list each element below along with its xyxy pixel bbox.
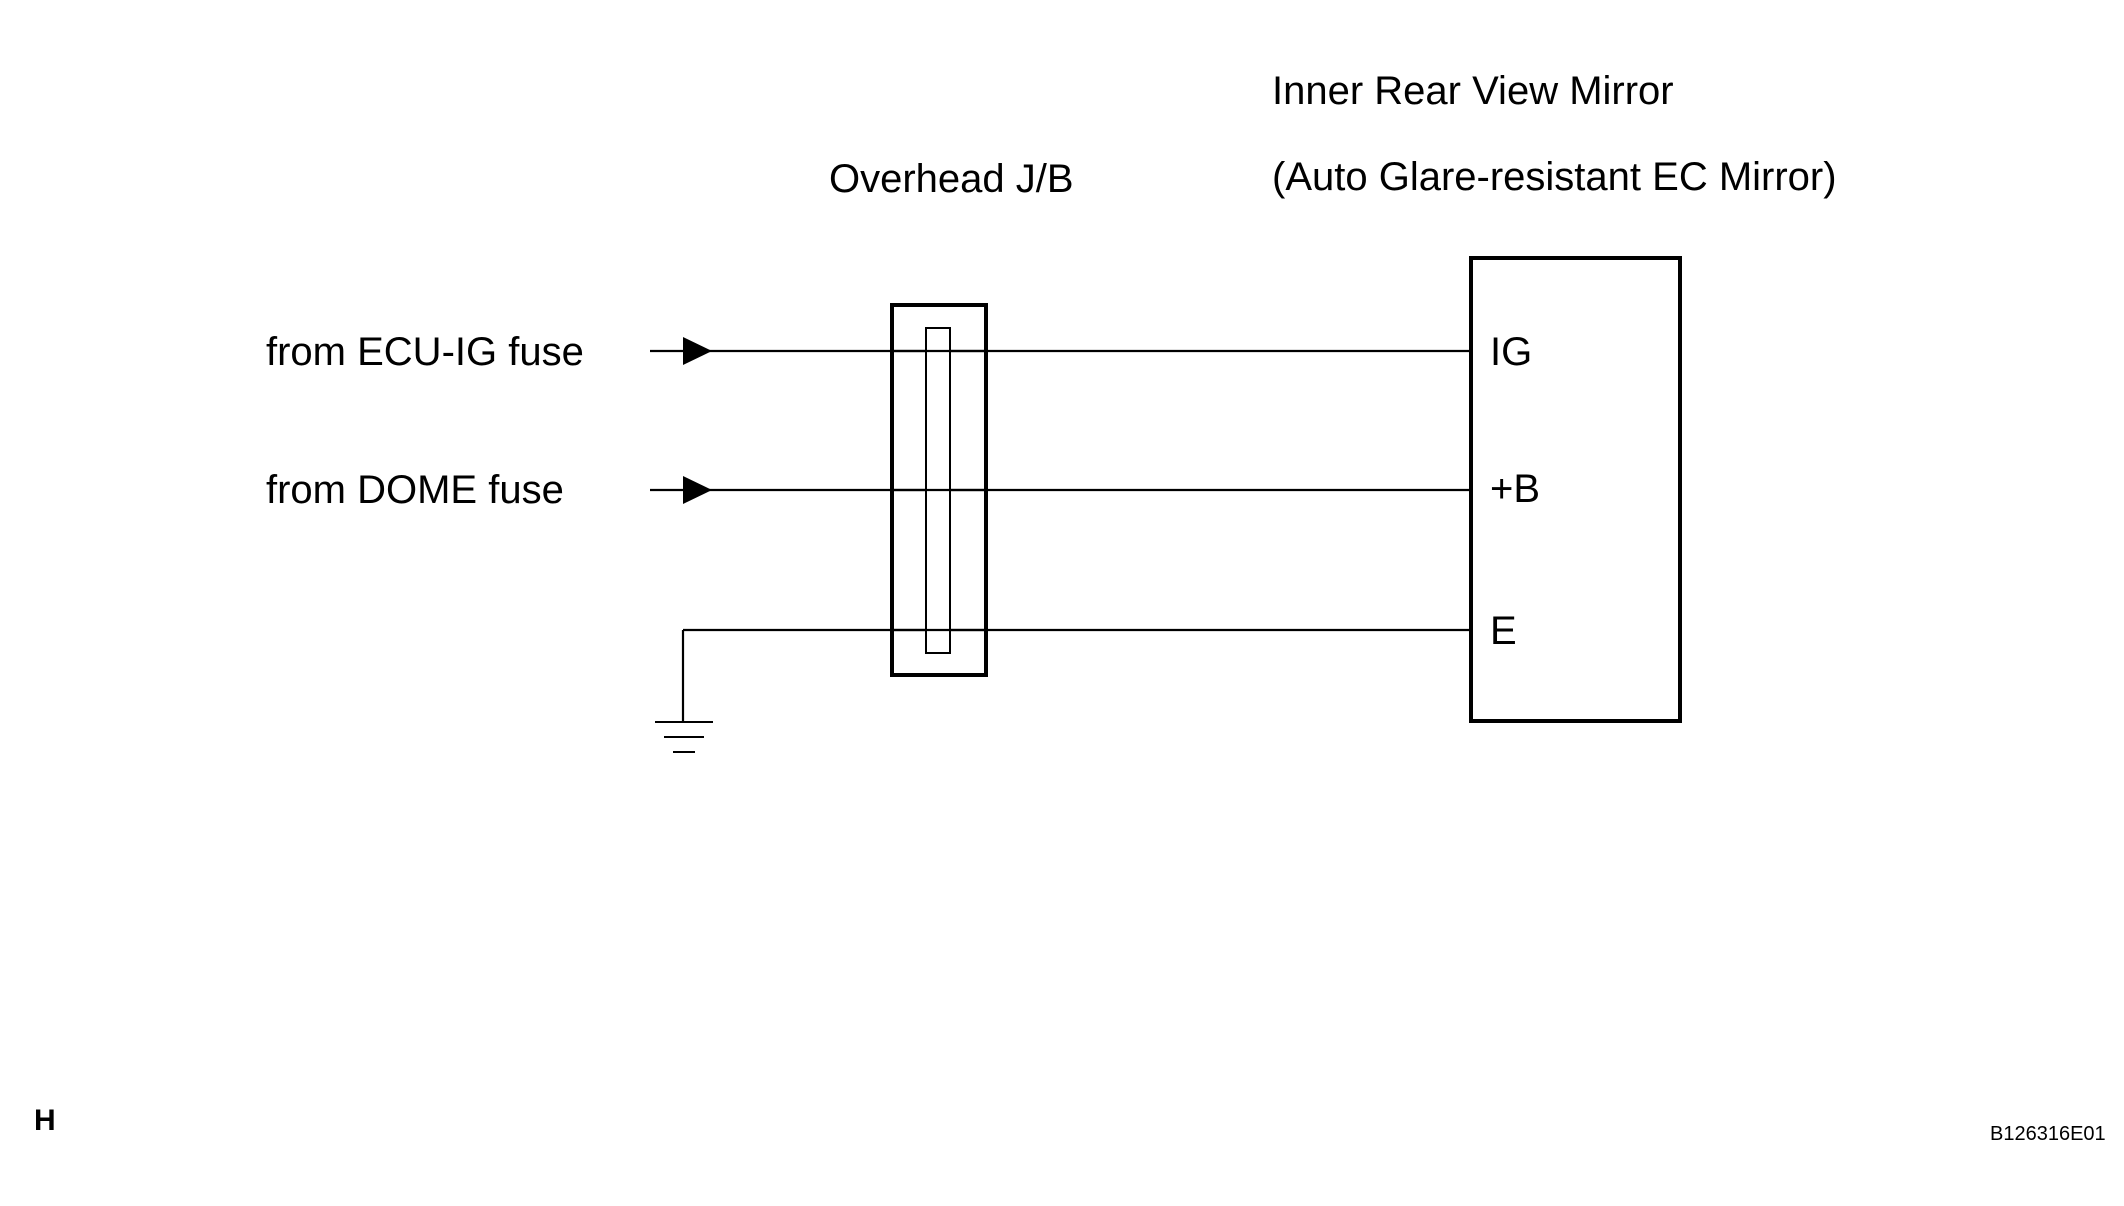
input-label-dome: from DOME fuse — [266, 468, 564, 512]
mirror-box — [1469, 256, 1682, 723]
terminal-b: +B — [1490, 467, 1540, 511]
arrow-dome-icon — [683, 476, 712, 504]
input-label-ecu-ig: from ECU-IG fuse — [266, 330, 584, 374]
mirror-title-line1: Inner Rear View Mirror — [1272, 69, 1674, 113]
arrow-ecu-ig-icon — [683, 337, 712, 365]
corner-mark: H — [34, 1104, 56, 1137]
figure-code: B126316E01 — [1990, 1123, 2106, 1145]
mirror-title-line2: (Auto Glare-resistant EC Mirror) — [1272, 155, 1837, 199]
ground-icon — [655, 721, 713, 753]
terminal-e: E — [1490, 609, 1517, 653]
terminal-ig: IG — [1490, 330, 1532, 374]
junction-block-label: Overhead J/B — [829, 157, 1074, 201]
